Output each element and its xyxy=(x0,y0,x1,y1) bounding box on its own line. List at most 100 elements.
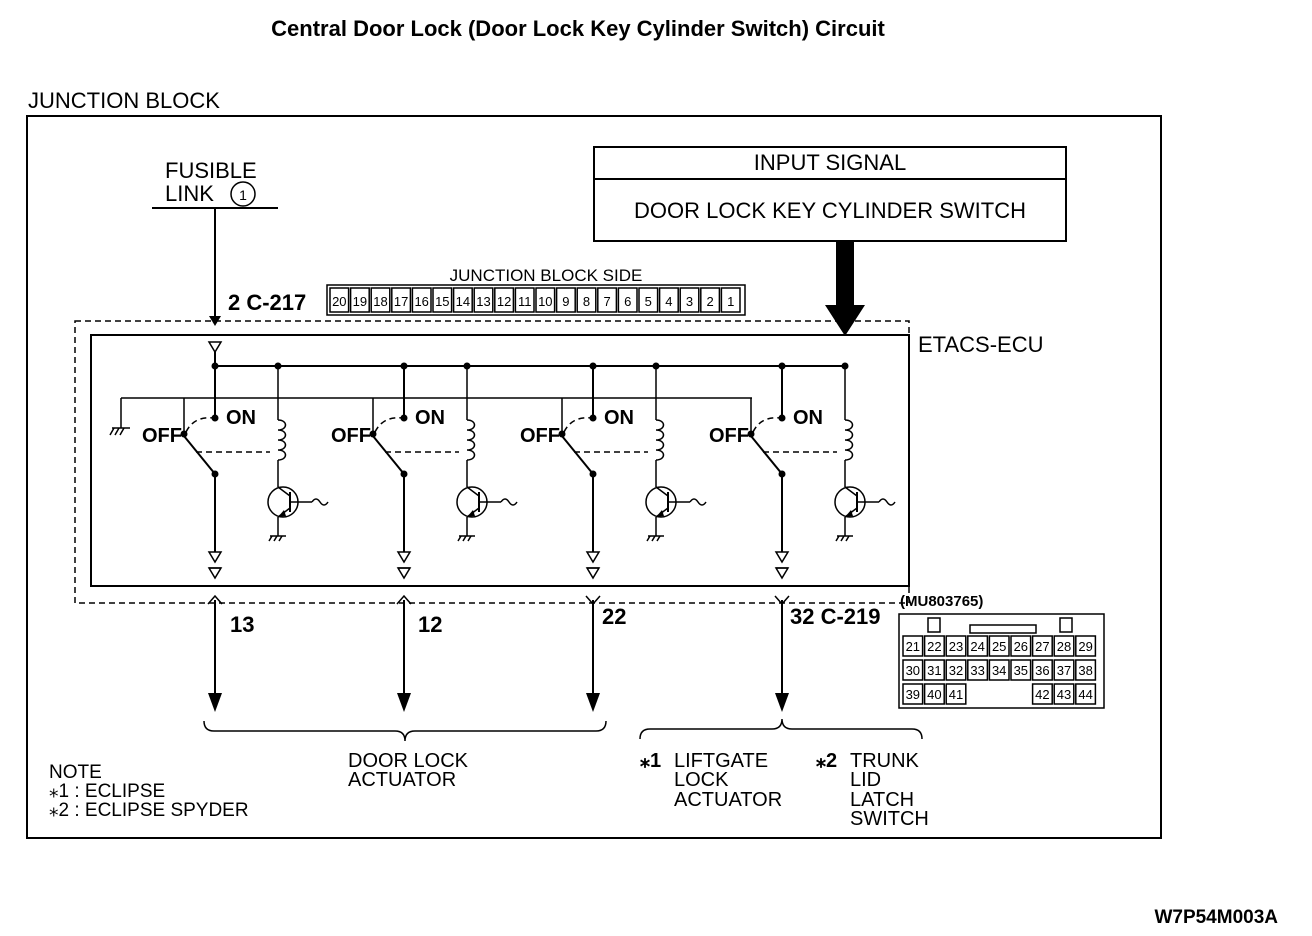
c217-pin-cell xyxy=(720,287,741,313)
fusible-link-number-circle xyxy=(230,181,256,207)
relay-channel: ON OFF xyxy=(709,362,896,712)
switch-on-label: ON xyxy=(793,407,823,429)
c217-pin-cell xyxy=(514,287,535,313)
c219-pin-cell xyxy=(923,683,945,705)
c217-pin-cell xyxy=(658,287,679,313)
c219-pin-cell xyxy=(1031,635,1053,657)
c219-pin-number: 29 xyxy=(1078,639,1092,654)
c219-pin-cell xyxy=(902,683,924,705)
liftgate-label-1: LIFTGATE xyxy=(674,750,768,772)
c219-body xyxy=(898,613,1105,709)
transistor-icon xyxy=(267,486,329,518)
c217-pin-number: 9 xyxy=(562,294,569,309)
c217-pin-number: 4 xyxy=(665,294,672,309)
c219-pin-number: 32 xyxy=(949,663,963,678)
c217-pin-cell xyxy=(555,287,576,313)
c219-pin-cell xyxy=(1031,683,1053,705)
door-lock-actuator-label-2: ACTUATOR xyxy=(348,769,456,791)
c217-pin-number: 13 xyxy=(476,294,490,309)
c217-pin-number: 5 xyxy=(645,294,652,309)
fusible-link-label: FUSIBLE xyxy=(165,158,257,183)
c219-pin-cell xyxy=(1075,659,1097,681)
door-lock-actuator-label: DOOR LOCK xyxy=(348,750,469,772)
output-arrow-icon xyxy=(775,693,789,712)
c219-pin-number: 40 xyxy=(927,687,941,702)
c219-pin-number: 24 xyxy=(970,639,984,654)
c219-pin-cell xyxy=(1053,635,1075,657)
trunk-label-1: TRUNK xyxy=(850,750,920,772)
c217-pin-cell xyxy=(370,287,391,313)
c219-pin-number: 27 xyxy=(1035,639,1049,654)
liftgate-label-3: ACTUATOR xyxy=(674,789,782,811)
trunk-label-4: SWITCH xyxy=(850,808,929,830)
relay-coil-icon xyxy=(277,419,287,461)
transistor-icon xyxy=(645,486,707,518)
liftgate-mark: ⁎1 xyxy=(640,750,661,772)
c217-pin-cell xyxy=(576,287,597,313)
c217-pin-number: 15 xyxy=(435,294,449,309)
c217-pin-number: 7 xyxy=(603,294,610,309)
switch-on-label: ON xyxy=(604,407,634,429)
trunk-label-3: LATCH xyxy=(850,789,914,811)
c219-pin-number: 34 xyxy=(992,663,1006,678)
input-signal-value: DOOR LOCK KEY CYLINDER SWITCH xyxy=(634,198,1026,223)
output-pin-12: 12 xyxy=(418,612,442,637)
c219-pin-cell xyxy=(988,635,1010,657)
output-arrow-icon xyxy=(208,693,222,712)
etacs-ecu-label: ETACS-ECU xyxy=(918,332,1044,357)
note-line-1: ⁎1 : ECLIPSE xyxy=(49,781,165,802)
input-signal-header: INPUT SIGNAL xyxy=(754,150,906,175)
c217-pin-number: 6 xyxy=(624,294,631,309)
c217-pin-label: 2 C-217 xyxy=(228,290,306,315)
c219-pin-number: 26 xyxy=(1014,639,1028,654)
c217-pin-cell xyxy=(411,287,432,313)
c217-pin-number: 3 xyxy=(686,294,693,309)
relay-channel: ON OFF xyxy=(520,362,707,712)
c217-pin-cell xyxy=(700,287,721,313)
switch-off-label: OFF xyxy=(331,425,371,447)
c219-pin-cell xyxy=(1010,635,1032,657)
c217-pin-cell xyxy=(329,287,350,313)
c217-pin-cell xyxy=(473,287,494,313)
diagram-title: Central Door Lock (Door Lock Key Cylinde… xyxy=(271,16,885,41)
figure-code: W7P54M003A xyxy=(1154,907,1278,928)
c219-pin-cell xyxy=(902,635,924,657)
trunk-label-2: LID xyxy=(850,769,881,791)
c219-pin-cell xyxy=(923,659,945,681)
ground-icon xyxy=(109,427,130,436)
c219-part-number: (MU803765) xyxy=(900,593,983,610)
c217-pin-cell xyxy=(535,287,556,313)
etacs-ecu-box xyxy=(90,334,910,587)
switch-off-label: OFF xyxy=(520,425,560,447)
c217-pin-cell xyxy=(617,287,638,313)
c217-pin-cell xyxy=(391,287,412,313)
relay-coil-icon xyxy=(844,419,854,461)
c219-pin-cell xyxy=(945,683,967,705)
c219-pin-number: 30 xyxy=(906,663,920,678)
junction-block-frame xyxy=(26,115,1162,839)
c219-pin-number: 42 xyxy=(1035,687,1049,702)
fusible-link-label-2: LINK xyxy=(165,181,214,206)
c219-pin-number: 31 xyxy=(927,663,941,678)
c219-pin-cell xyxy=(1010,659,1032,681)
c217-pin-number: 8 xyxy=(583,294,590,309)
relay-coil-icon xyxy=(466,419,476,461)
c219-pin-number: 38 xyxy=(1078,663,1092,678)
c217-pin-cell xyxy=(452,287,473,313)
c219-pin-number: 43 xyxy=(1057,687,1071,702)
c217-pin-cell xyxy=(638,287,659,313)
c219-pin-cell xyxy=(1053,659,1075,681)
c217-body xyxy=(326,284,746,316)
transistor-icon xyxy=(834,486,896,518)
c219-pin-number: 36 xyxy=(1035,663,1049,678)
switch-off-label: OFF xyxy=(709,425,749,447)
c217-pin-cell xyxy=(432,287,453,313)
c219-pin-number: 22 xyxy=(927,639,941,654)
c219-pin-number: 39 xyxy=(906,687,920,702)
c219-pin-cell xyxy=(902,659,924,681)
c219-pin-number: 33 xyxy=(970,663,984,678)
switch-off-label: OFF xyxy=(142,425,182,447)
